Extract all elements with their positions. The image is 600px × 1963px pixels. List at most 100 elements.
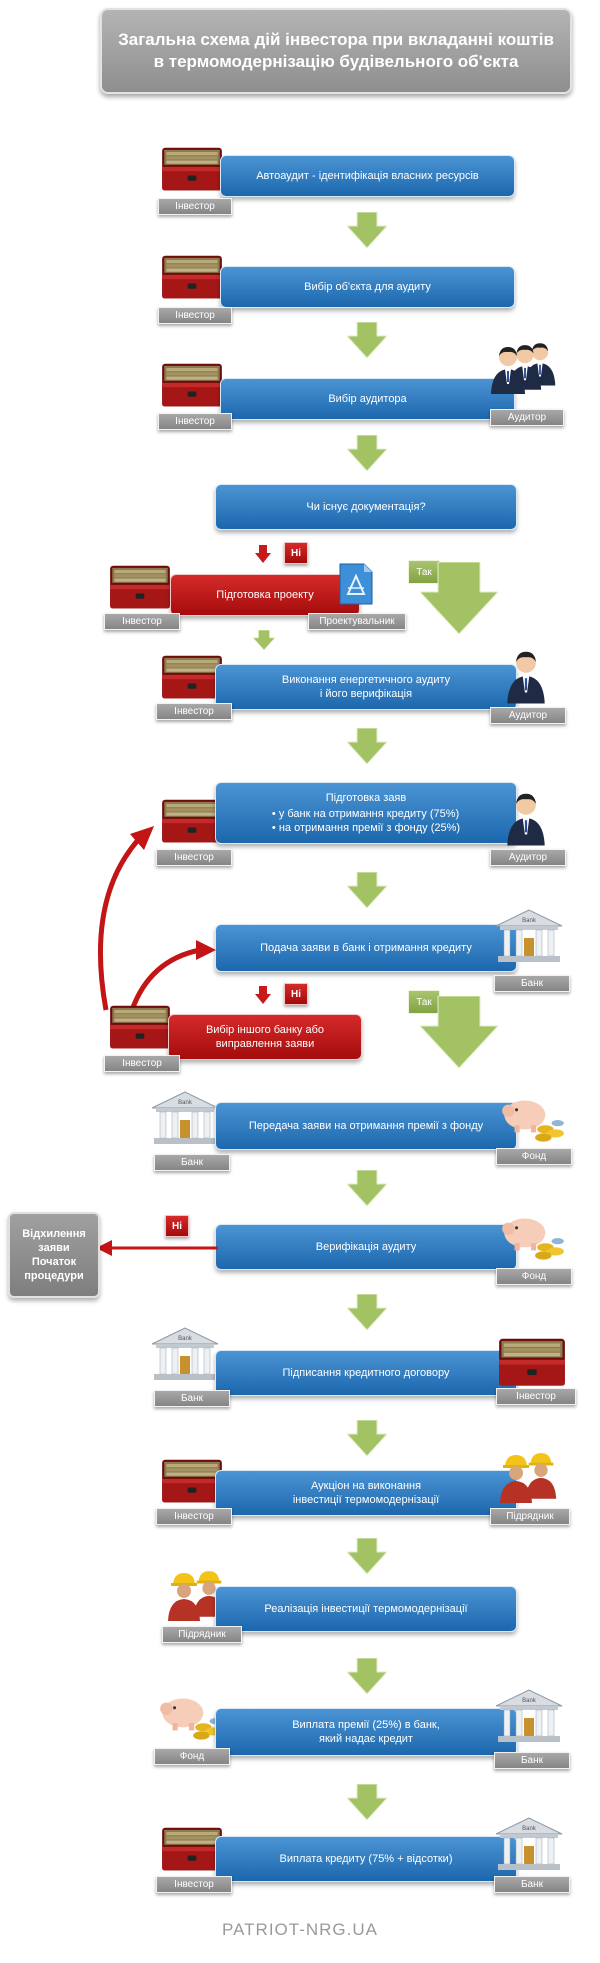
green-down-arrow-icon — [347, 872, 387, 908]
briefcase-money-icon — [160, 142, 224, 194]
role-tag-fund: Фонд — [154, 1748, 230, 1765]
step-audit-verification: Верифікація аудиту — [215, 1224, 517, 1270]
step-label-line2: і його верифікація — [319, 688, 413, 700]
briefcase-money-icon — [496, 1334, 568, 1388]
footer-site-name: PATRIOT-NRG.UA — [222, 1920, 378, 1939]
reject-arrow — [96, 1240, 218, 1256]
decision-documentation-exists: Чи існує документація? — [215, 484, 517, 530]
step-label: Реалізація інвестиції термомодернізації — [264, 1603, 468, 1615]
role-tag-auditor: Аудитор — [490, 849, 566, 866]
bank-building-icon — [494, 908, 564, 964]
role-tag-bank: Банк — [494, 1752, 570, 1769]
step-label: Підписання кредитного договору — [282, 1367, 450, 1379]
step-title: Підготовка заяв — [325, 792, 407, 804]
step-label-line1: Виконання енергетичного аудиту — [281, 674, 451, 686]
briefcase-money-icon — [108, 560, 172, 612]
step-transfer-to-fund: Передача заяви на отримання премії з фон… — [215, 1102, 517, 1150]
step-submit-to-bank: Подача заяви в банк і отримання кредиту — [215, 924, 517, 972]
role-tag-investor: Інвестор — [156, 849, 232, 866]
step-label-line1: Виплата премії (25%) в банк, — [292, 1719, 440, 1731]
application-bank-item: у банк на отримання кредиту (75%) — [272, 807, 460, 821]
branch-no-badge: Ні — [284, 542, 308, 564]
role-tag-investor: Інвестор — [156, 1508, 232, 1525]
reject-line4: процедури — [24, 1270, 84, 1282]
branch-no-badge: Ні — [165, 1215, 189, 1237]
step-label: Чи існує документація? — [306, 501, 426, 513]
step-auction: Аукціон на виконання інвестиції термомод… — [215, 1470, 517, 1516]
green-down-arrow-icon — [347, 1170, 387, 1206]
green-down-arrow-icon — [347, 1420, 387, 1456]
role-tag-designer: Проектувальник — [308, 613, 406, 630]
applications-list: у банк на отримання кредиту (75%) на отр… — [272, 807, 460, 835]
role-tag-investor: Інвестор — [156, 703, 232, 720]
step-label-line1: Аукціон на виконання — [310, 1480, 422, 1492]
reject-line3: Початок — [31, 1256, 77, 1268]
reject-line1: Відхилення — [22, 1228, 86, 1240]
auditors-group-icon — [488, 338, 562, 394]
step-label: Вибір об'єкта для аудиту — [304, 281, 431, 293]
briefcase-money-icon — [160, 250, 224, 302]
piggy-bank-icon — [496, 1210, 568, 1262]
role-tag-auditor: Аудитор — [490, 707, 566, 724]
project-document-icon — [336, 560, 376, 608]
green-down-arrow-icon — [347, 1658, 387, 1694]
step-label-line2: який надає кредит — [319, 1733, 413, 1745]
role-tag-fund: Фонд — [496, 1268, 572, 1285]
role-tag-bank: Банк — [154, 1154, 230, 1171]
bank-building-icon — [150, 1090, 220, 1146]
step-label-line2: виправлення заяви — [215, 1038, 315, 1050]
step-label: Верифікація аудиту — [315, 1241, 417, 1253]
green-down-arrow-icon — [253, 630, 275, 650]
role-tag-investor: Інвестор — [158, 413, 232, 430]
role-tag-investor: Інвестор — [158, 307, 232, 324]
step-label-line1: Вибір іншого банку або — [205, 1024, 325, 1036]
role-tag-investor: Інвестор — [156, 1876, 232, 1893]
branch-yes-badge: Так — [408, 990, 440, 1014]
step-label-line2: інвестиції термомодернізації — [292, 1494, 440, 1506]
green-down-arrow-icon — [347, 322, 387, 358]
step-label: Автоаудит - ідентифікація власних ресурс… — [256, 170, 479, 182]
contractors-icon — [494, 1448, 564, 1504]
step-reject-application: Відхилення заяви Початок процедури — [8, 1212, 100, 1298]
branch-yes-badge: Так — [408, 560, 440, 584]
step-prepare-project: Підготовка проекту — [170, 574, 360, 616]
green-big-arrow-icon — [420, 996, 498, 1068]
briefcase-money-icon — [160, 358, 224, 410]
step-prepare-applications: Підготовка заяв у банк на отримання кред… — [215, 782, 517, 844]
step-energy-audit: Виконання енергетичного аудиту і його ве… — [215, 664, 517, 710]
role-tag-investor: Інвестор — [104, 613, 180, 630]
role-tag-bank: Банк — [154, 1390, 230, 1407]
reject-line2: заяви — [38, 1242, 70, 1254]
step-label: Передача заяви на отримання премії з фон… — [248, 1120, 484, 1132]
role-tag-investor: Інвестор — [496, 1388, 576, 1405]
application-fund-item: на отримання премії з фонду (25%) — [272, 821, 460, 835]
piggy-bank-icon — [496, 1092, 568, 1144]
step-implementation: Реалізація інвестиції термомодернізації — [215, 1586, 517, 1632]
role-tag-investor: Інвестор — [158, 198, 232, 215]
bank-building-icon — [494, 1688, 564, 1744]
step-label: Подача заяви в банк і отримання кредиту — [260, 942, 472, 954]
role-tag-contractor: Підрядник — [490, 1508, 570, 1525]
role-tag-bank: Банк — [494, 975, 570, 992]
green-big-arrow-icon — [420, 562, 498, 634]
auditor-icon — [504, 790, 548, 846]
step-choose-object: Вибір об'єкта для аудиту — [220, 266, 515, 308]
page-title: Загальна схема дій інвестора при вкладан… — [100, 8, 572, 94]
role-tag-fund: Фонд — [496, 1148, 572, 1165]
step-label: Вибір аудитора — [328, 393, 407, 405]
green-down-arrow-icon — [347, 1538, 387, 1574]
green-down-arrow-icon — [347, 728, 387, 764]
red-down-arrow-icon — [255, 986, 271, 1004]
step-sign-credit-contract: Підписання кредитного договору — [215, 1350, 517, 1396]
green-down-arrow-icon — [347, 1294, 387, 1330]
role-tag-investor: Інвестор — [104, 1055, 180, 1072]
role-tag-contractor: Підрядник — [162, 1626, 242, 1643]
branch-no-badge: Ні — [284, 983, 308, 1005]
role-tag-bank: Банк — [494, 1876, 570, 1893]
step-premium-payment: Виплата премії (25%) в банк, який надає … — [215, 1708, 517, 1756]
step-label: Виплата кредиту (75% + відсотки) — [279, 1853, 453, 1865]
step-credit-repayment: Виплата кредиту (75% + відсотки) — [215, 1836, 517, 1882]
role-tag-auditor: Аудитор — [490, 409, 564, 426]
red-down-arrow-icon — [255, 545, 271, 563]
bank-building-icon — [150, 1326, 220, 1382]
